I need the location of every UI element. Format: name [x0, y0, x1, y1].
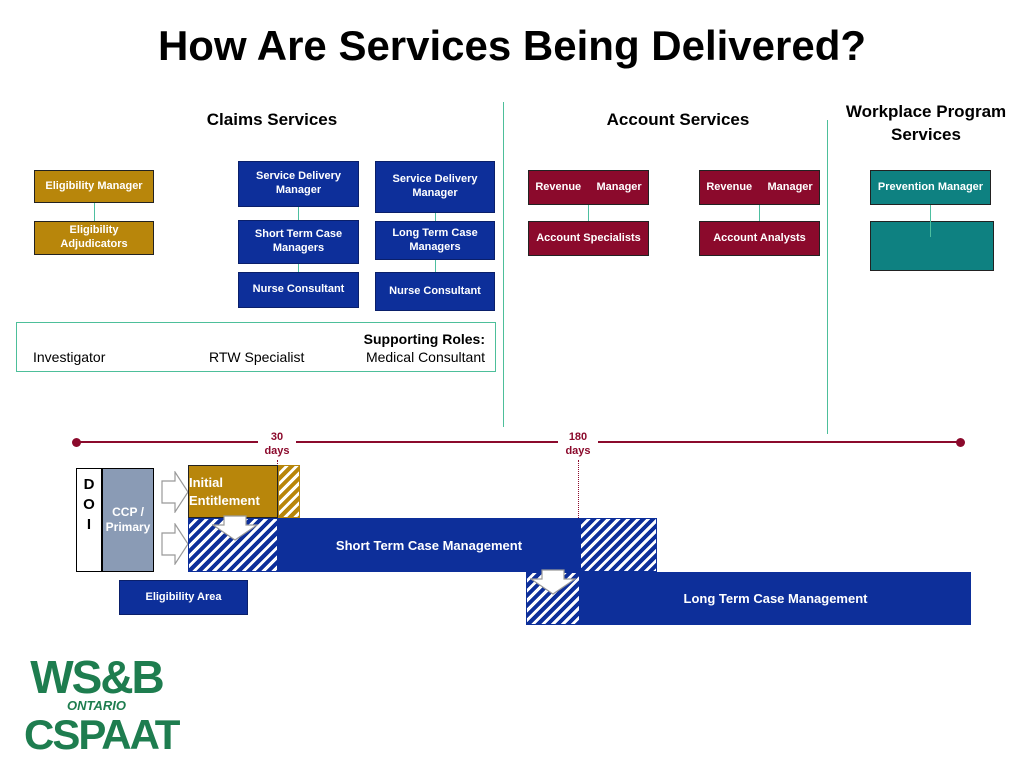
day-30-label: 30 days [258, 430, 296, 459]
doi-letter-o: O [83, 496, 95, 513]
day-30-number: 30 [270, 431, 284, 443]
doi-box: D O I [76, 468, 102, 572]
day-180-label: 180 days [558, 430, 598, 459]
connector [435, 260, 436, 273]
connector [298, 264, 299, 273]
account-analysts-box: Account Analysts [699, 221, 820, 256]
connector [759, 205, 760, 221]
page-title: How Are Services Being Delivered? [157, 22, 867, 69]
account-services-heading: Account Services [606, 110, 750, 129]
rtw-specialist-label: RTW Specialist [209, 349, 305, 365]
short-term-hatched-end [580, 518, 657, 572]
nurse-consultant-long-box: Nurse Consultant [375, 272, 495, 311]
down-arrow-icon [212, 515, 258, 541]
connector [298, 207, 299, 221]
workplace-program-services-heading: Workplace Program Services [836, 100, 1016, 146]
workplace-heading-line1: Workplace Program [845, 102, 1007, 121]
doi-letter-i: I [86, 516, 92, 533]
doi-letter-d: D [83, 476, 95, 493]
day-180-number: 180 [568, 431, 588, 443]
logo-cspaat-text: CSPAAT [24, 711, 180, 758]
investigator-label: Investigator [33, 349, 106, 365]
day-30-unit: days [264, 445, 290, 458]
logo-wsib-text: WS&B [30, 651, 165, 703]
day-180-unit: days [565, 445, 591, 458]
medical-consultant-label: Medical Consultant [365, 349, 485, 365]
eligibility-area-box: Eligibility Area [119, 580, 248, 615]
long-term-case-management-bar: Long Term Case Management [580, 572, 971, 625]
initial-entitlement-box: Initial Entitlement [188, 465, 278, 518]
account-specialists-box: Account Specialists [528, 221, 649, 256]
supporting-roles-heading: Supporting Roles: [363, 331, 485, 347]
day-30-marker [277, 460, 278, 468]
eligibility-adjudicators-box: Eligibility Adjudicators [34, 221, 154, 255]
logo-ontario-text: ONTARIO [67, 698, 126, 713]
day-180-marker [578, 460, 579, 518]
right-arrow-icon [161, 523, 189, 565]
short-term-case-management-bar: Short Term Case Management [278, 518, 580, 572]
workplace-empty-box [870, 221, 994, 271]
connector [588, 205, 589, 221]
short-term-case-managers-box: Short Term Case Managers [238, 220, 359, 264]
long-term-case-managers-box: Long Term Case Managers [375, 221, 495, 260]
down-arrow-icon [530, 569, 576, 595]
section-divider-account-workplace [827, 120, 828, 434]
revenue-manager-box-1: Revenue Manager [528, 170, 649, 205]
eligibility-manager-box: Eligibility Manager [34, 170, 154, 203]
claims-services-heading: Claims Services [206, 110, 338, 129]
wsib-logo: WS&B ONTARIO CSPAAT [24, 651, 180, 758]
supporting-roles-box: Supporting Roles: Investigator RTW Speci… [16, 322, 496, 372]
section-divider-claims-account [503, 102, 504, 427]
right-arrow-icon [161, 471, 189, 513]
initial-entitlement-extension [278, 465, 300, 518]
connector [435, 213, 436, 222]
prevention-manager-box: Prevention Manager [870, 170, 991, 205]
timeline-line [76, 441, 962, 443]
workplace-heading-line2: Services [891, 125, 961, 144]
ccp-primary-box: CCP / Primary [102, 468, 154, 572]
timeline-end-dot [956, 438, 965, 447]
timeline-start-dot [72, 438, 81, 447]
service-delivery-manager-long-box: Service Delivery Manager [375, 161, 495, 213]
nurse-consultant-short-box: Nurse Consultant [238, 272, 359, 308]
service-delivery-manager-short-box: Service Delivery Manager [238, 161, 359, 207]
revenue-manager-box-2: Revenue Manager [699, 170, 820, 205]
connector [94, 203, 95, 222]
connector [930, 205, 931, 237]
